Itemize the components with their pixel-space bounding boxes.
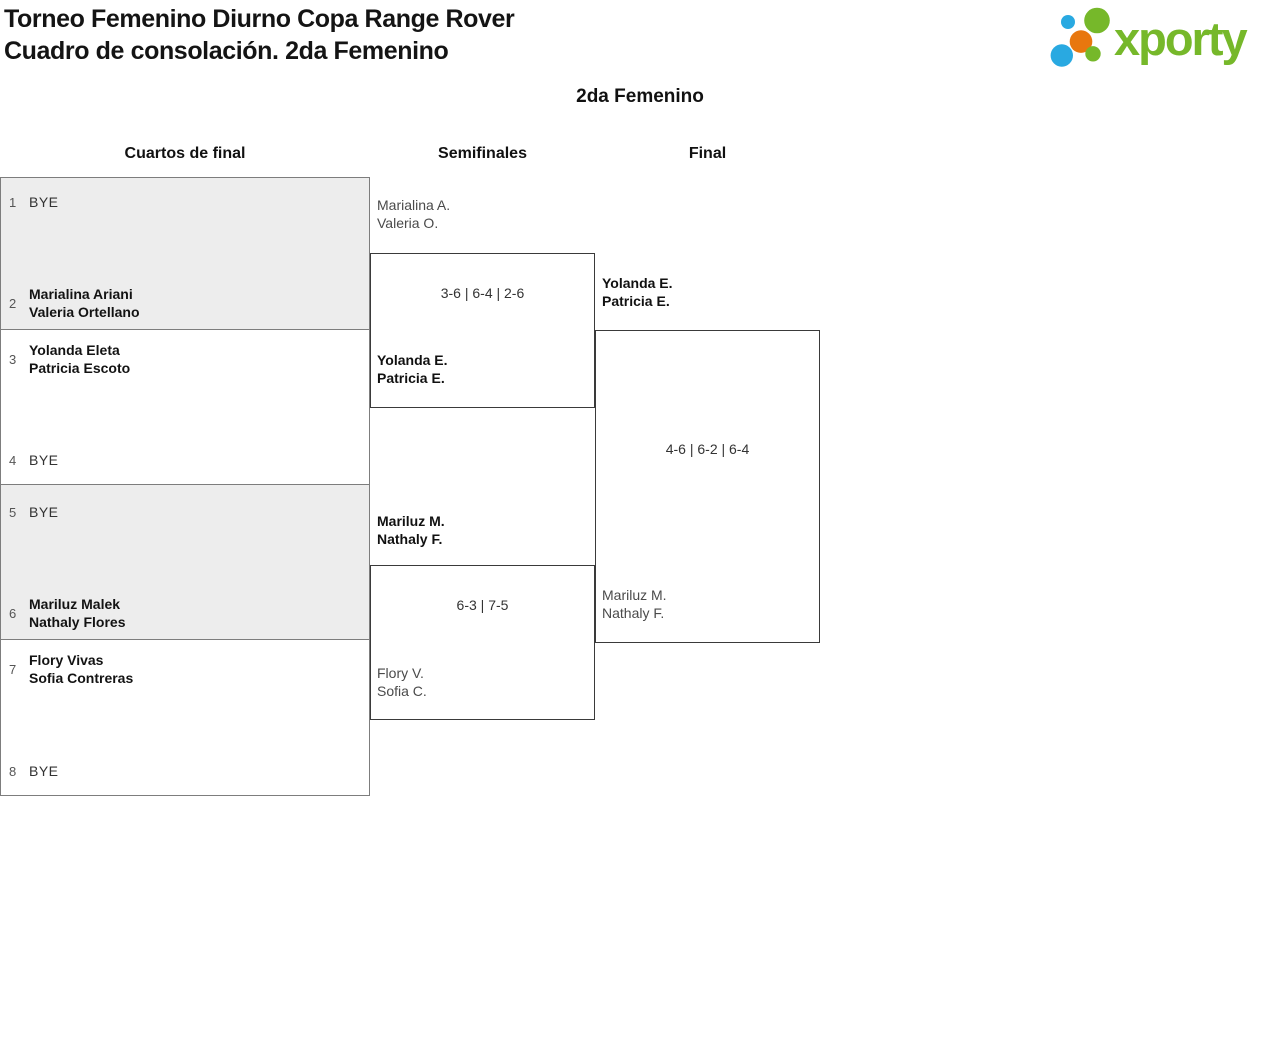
- sf1-match-box: [370, 253, 595, 408]
- player-name: Mariluz M.: [377, 513, 445, 529]
- player-name: Flory Vivas: [29, 652, 104, 668]
- player-name: Patricia E.: [377, 370, 445, 386]
- sf1-score: 3-6 | 6-4 | 2-6: [440, 285, 525, 301]
- player-name: Nathaly Flores: [29, 614, 126, 630]
- player-name: Yolanda E.: [377, 352, 448, 368]
- seed-number: 1: [9, 194, 17, 210]
- qf4-entry-top: 7 Flory Vivas Sofia Contreras: [9, 651, 133, 687]
- bye-label: BYE: [29, 763, 59, 779]
- sf2-participant-bottom: Flory V. Sofia C.: [377, 664, 427, 700]
- sf2-score: 6-3 | 7-5: [456, 597, 509, 613]
- sf1-participant-top: Marialina A. Valeria O.: [377, 196, 450, 232]
- qf3-entry-bottom: 6 Mariluz Malek Nathaly Flores: [9, 595, 125, 631]
- player-name: Patricia E.: [602, 293, 670, 309]
- seed-number: 7: [9, 661, 17, 677]
- seed-number: 2: [9, 295, 17, 311]
- xporty-logo[interactable]: xporty: [1048, 5, 1272, 71]
- qf1-entry-top: 1 BYE: [9, 194, 59, 210]
- qf-match-3: 5 BYE 6 Mariluz Malek Nathaly Flores: [1, 485, 369, 640]
- round-header-final: Final: [688, 145, 727, 162]
- qf-match-2: 3 Yolanda Eleta Patricia Escoto 4 BYE: [1, 330, 369, 485]
- player-name: Sofia Contreras: [29, 670, 134, 686]
- final-participant-bottom: Mariluz M. Nathaly F.: [602, 586, 667, 622]
- seed-number: 6: [9, 605, 17, 621]
- qf4-entry-bottom: 8 BYE: [9, 763, 59, 779]
- category-title: 2da Femenino: [576, 86, 704, 107]
- player-name: Marialina Ariani: [29, 286, 133, 302]
- player-name: Valeria O.: [377, 215, 439, 231]
- xporty-logo-dots-icon: [1050, 7, 1110, 67]
- qf-match-4: 7 Flory Vivas Sofia Contreras 8 BYE: [1, 640, 369, 795]
- seed-number: 8: [9, 763, 17, 779]
- player-name: Valeria Ortellano: [29, 304, 140, 320]
- player-name: Nathaly F.: [377, 531, 443, 547]
- player-name: Yolanda Eleta: [29, 342, 120, 358]
- sf2-participant-top: Mariluz M. Nathaly F.: [377, 512, 445, 548]
- sf1-participant-bottom: Yolanda E. Patricia E.: [377, 351, 448, 387]
- player-name: Patricia Escoto: [29, 360, 131, 376]
- qf1-entry-bottom: 2 Marialina Ariani Valeria Ortellano: [9, 285, 140, 321]
- bye-label: BYE: [29, 504, 59, 520]
- seed-number: 3: [9, 351, 17, 367]
- player-name: Marialina A.: [377, 197, 451, 213]
- player-name: Sofia C.: [377, 683, 427, 699]
- round-header-cuartos: Cuartos de final: [124, 145, 246, 162]
- xporty-logo-text: xporty: [1114, 12, 1248, 65]
- final-score: 4-6 | 6-2 | 6-4: [665, 441, 750, 457]
- quarterfinals-column: 1 BYE 2 Marialina Ariani Valeria Ortella…: [0, 177, 370, 796]
- round-header-semifinales: Semifinales: [438, 145, 527, 162]
- qf-match-1: 1 BYE 2 Marialina Ariani Valeria Ortella…: [1, 178, 369, 330]
- player-name: Yolanda E.: [602, 275, 673, 291]
- bye-label: BYE: [29, 194, 59, 210]
- bye-label: BYE: [29, 452, 59, 468]
- sf2-match-box: [370, 565, 595, 720]
- qf3-entry-top: 5 BYE: [9, 504, 59, 520]
- seed-number: 5: [9, 504, 17, 520]
- player-name: Mariluz M.: [602, 587, 667, 603]
- player-name: Flory V.: [377, 665, 424, 681]
- final-match-box: [595, 330, 820, 643]
- player-name: Nathaly F.: [602, 605, 665, 621]
- page-title: Torneo Femenino Diurno Copa Range Rover: [4, 5, 515, 33]
- page-subtitle-line: Cuadro de consolación. 2da Femenino: [4, 37, 449, 65]
- qf2-entry-top: 3 Yolanda Eleta Patricia Escoto: [9, 341, 130, 377]
- seed-number: 4: [9, 452, 17, 468]
- player-name: Mariluz Malek: [29, 596, 121, 612]
- final-participant-top: Yolanda E. Patricia E.: [602, 274, 673, 310]
- qf2-entry-bottom: 4 BYE: [9, 452, 59, 468]
